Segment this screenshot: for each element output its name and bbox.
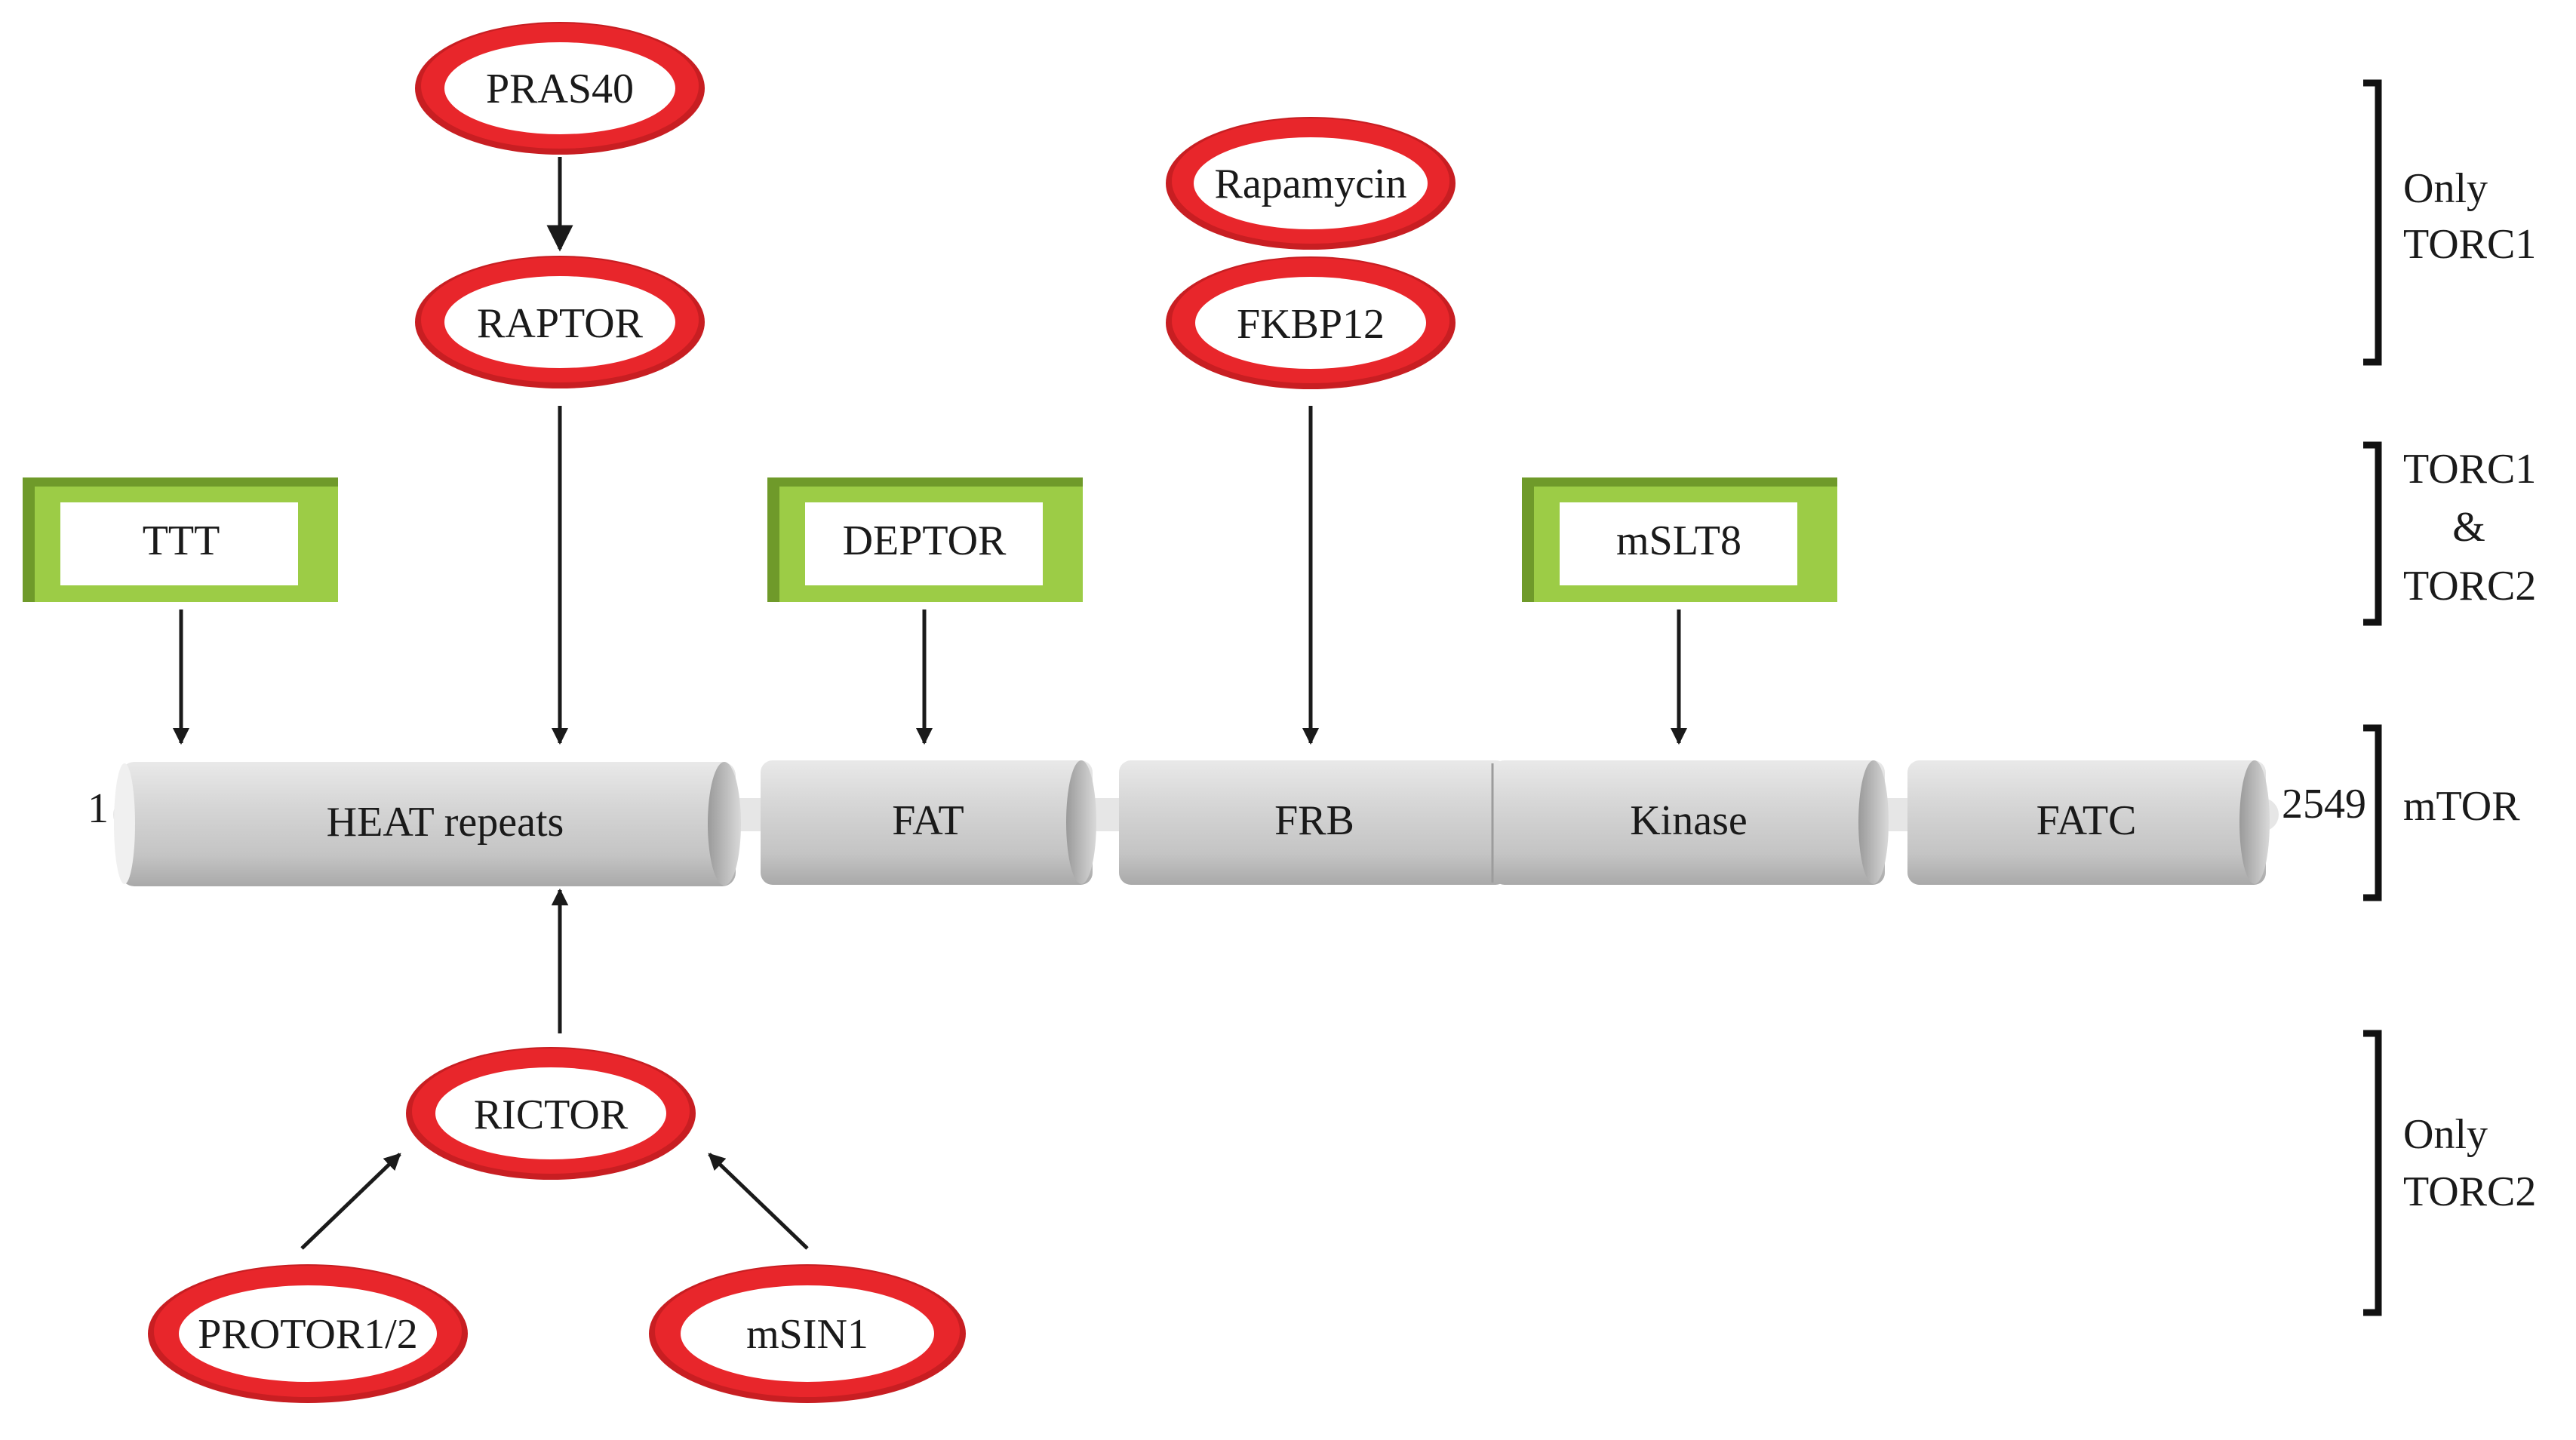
domain-label-heat: HEAT repeats bbox=[327, 799, 564, 846]
oval-rapamycin: Rapamycin bbox=[1166, 117, 1456, 250]
oval-rictor: RICTOR bbox=[406, 1047, 696, 1180]
box-label-ttt: TTT bbox=[143, 517, 220, 564]
oval-label-rictor: RICTOR bbox=[474, 1092, 629, 1138]
bracket-labels: Only TORC1 TORC1 & TORC2 mTOR Only TORC2 bbox=[2403, 165, 2536, 1215]
residue-start-label: 1 bbox=[88, 785, 109, 832]
label-mtor: mTOR bbox=[2403, 783, 2520, 830]
arrow-msin1-to-rictor bbox=[708, 1153, 809, 1250]
bracket-only-torc1 bbox=[2363, 79, 2382, 366]
label-only-torc1-line2: TORC1 bbox=[2403, 221, 2536, 268]
domain-fatc: FATC bbox=[1907, 760, 2270, 885]
label-only-torc2-line2: TORC2 bbox=[2403, 1168, 2536, 1215]
domain-kinase: Kinase bbox=[1491, 760, 1889, 885]
domain-heat-repeats: HEAT repeats bbox=[114, 762, 741, 886]
brackets bbox=[2363, 79, 2382, 1316]
domain-label-fatc: FATC bbox=[2037, 797, 2137, 844]
domain-fat: FAT bbox=[761, 760, 1096, 885]
label-both-line1: TORC1 bbox=[2403, 446, 2536, 493]
residue-end-label: 2549 bbox=[2282, 781, 2366, 827]
oval-pras40: PRAS40 bbox=[415, 22, 705, 155]
oval-label-raptor: RAPTOR bbox=[477, 300, 644, 347]
oval-fkbp12: FKBP12 bbox=[1166, 256, 1456, 389]
bracket-torc1-and-torc2 bbox=[2363, 441, 2382, 626]
oval-label-rapamycin: Rapamycin bbox=[1214, 161, 1406, 207]
oval-label-msin1: mSIN1 bbox=[746, 1311, 868, 1358]
oval-label-fkbp12: FKBP12 bbox=[1237, 301, 1385, 348]
domain-frb: FRB bbox=[1119, 760, 1508, 885]
bracket-only-torc2 bbox=[2363, 1030, 2382, 1316]
box-label-deptor: DEPTOR bbox=[843, 517, 1007, 564]
box-label-mslt8: mSLT8 bbox=[1616, 517, 1741, 564]
domain-label-frb: FRB bbox=[1274, 797, 1354, 844]
bracket-mtor bbox=[2363, 724, 2382, 901]
label-only-torc1-line1: Only bbox=[2403, 165, 2488, 212]
mtor-protein: HEAT repeats FAT FRB Kinase FATC 1 2549 bbox=[88, 760, 2366, 886]
oval-label-pras40: PRAS40 bbox=[486, 66, 634, 112]
domain-label-fat: FAT bbox=[892, 797, 964, 844]
oval-raptor: RAPTOR bbox=[415, 256, 705, 388]
box-mslt8: mSLT8 bbox=[1522, 477, 1837, 602]
arrows bbox=[172, 157, 1688, 1250]
oval-label-protor: PROTOR1/2 bbox=[198, 1311, 417, 1358]
label-both-line2: & bbox=[2452, 504, 2485, 551]
oval-protor: PROTOR1/2 bbox=[148, 1264, 468, 1403]
box-deptor: DEPTOR bbox=[767, 477, 1083, 602]
oval-msin1: mSIN1 bbox=[649, 1264, 966, 1403]
arrow-protor-to-rictor bbox=[300, 1153, 401, 1250]
label-only-torc2-line1: Only bbox=[2403, 1111, 2488, 1158]
label-both-line3: TORC2 bbox=[2403, 563, 2536, 609]
box-ttt: TTT bbox=[23, 477, 338, 602]
domain-label-kinase: Kinase bbox=[1630, 797, 1748, 844]
